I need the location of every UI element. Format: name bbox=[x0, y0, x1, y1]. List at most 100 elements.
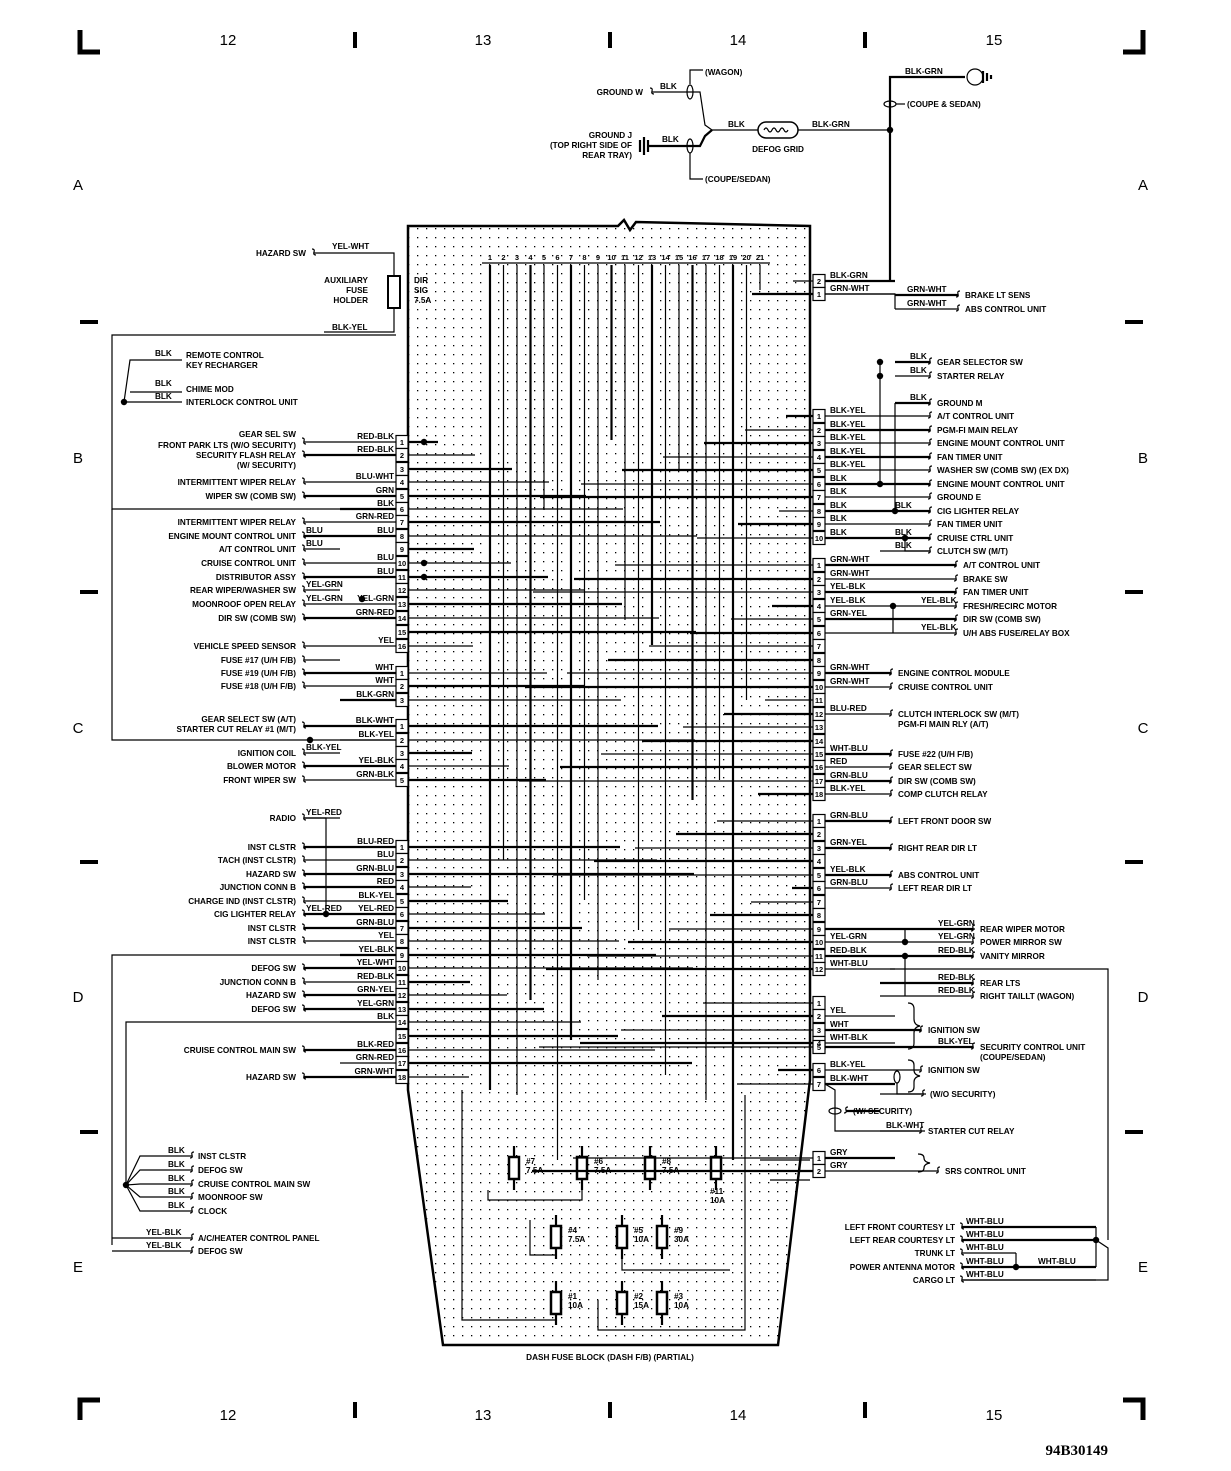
wire-color: WHT-BLU bbox=[830, 744, 868, 753]
pin-number: 6 bbox=[817, 480, 821, 489]
pin-number: 10 bbox=[815, 534, 823, 543]
component-label: DEFOG SW bbox=[251, 964, 296, 973]
defog-grid-label: DEFOG GRID bbox=[752, 145, 804, 154]
fuse-id: #3 bbox=[674, 1292, 684, 1301]
component-label: INTERMITTENT WIPER RELAY bbox=[178, 518, 297, 527]
wire-color: YEL-BLK bbox=[921, 596, 957, 605]
pin-number: 7 bbox=[817, 493, 821, 502]
component-label: GEAR SELECTOR SW bbox=[937, 358, 1023, 367]
component-label: STARTER CUT RELAY #1 (M/T) bbox=[177, 725, 297, 734]
wire bbox=[125, 1184, 192, 1212]
component-label: LEFT FRONT DOOR SW bbox=[898, 817, 992, 826]
wire-color: BLK bbox=[377, 1012, 394, 1021]
fuse-block-title: DASH FUSE BLOCK (DASH F/B) (PARTIAL) bbox=[526, 1353, 694, 1362]
wire-color: GRN-WHT bbox=[830, 284, 870, 293]
wire-color: BLK bbox=[155, 349, 172, 358]
pin-number: 16 bbox=[398, 642, 406, 651]
pin-number: 4 bbox=[817, 857, 822, 866]
wire-color: BLK-YEL bbox=[306, 743, 341, 752]
wire-color: WHT-BLU bbox=[966, 1230, 1004, 1239]
grid-row-label: C bbox=[73, 720, 84, 737]
wire-color: YEL-BLK bbox=[359, 945, 395, 954]
component-label: ENGINE MOUNT CONTROL UNIT bbox=[937, 480, 1065, 489]
wire-color: BLK bbox=[168, 1160, 185, 1169]
grid-tick bbox=[80, 590, 98, 594]
pin-number: 10 bbox=[815, 683, 823, 692]
component-label: GEAR SELECT SW (A/T) bbox=[201, 715, 296, 724]
component-label: FRESH/RECIRC MOTOR bbox=[963, 602, 1057, 611]
wire-color: GRN-WHT bbox=[830, 677, 870, 686]
component-label: INST CLSTR bbox=[248, 937, 296, 946]
component-label: FUSE #19 (U/H F/B) bbox=[221, 669, 296, 678]
grid-row-label: B bbox=[73, 450, 83, 467]
component-label: FUSE #22 (U/H F/B) bbox=[898, 750, 973, 759]
component-label: LEFT REAR DIR LT bbox=[898, 884, 972, 893]
pin-number: 15 bbox=[398, 1032, 406, 1041]
pin-number: 2 bbox=[400, 682, 404, 691]
ground-label: GROUND J bbox=[589, 131, 632, 140]
top-pin-number: 18 bbox=[715, 253, 723, 262]
connector-icon bbox=[888, 762, 894, 770]
corner-mark bbox=[1123, 1397, 1146, 1420]
component-label: WASHER SW (COMB SW) (EX DX) bbox=[937, 466, 1069, 475]
splice-dot bbox=[120, 398, 128, 406]
pin-number: 5 bbox=[817, 871, 821, 880]
pin-number: 1 bbox=[400, 669, 404, 678]
component-label: CARGO LT bbox=[913, 1276, 955, 1285]
wire-color: GRN-RED bbox=[356, 1053, 394, 1062]
component-label: CHIME MOD bbox=[186, 385, 234, 394]
wire bbox=[896, 1083, 926, 1095]
connector-icon bbox=[888, 682, 894, 690]
component-label: JUNCTION CONN B bbox=[220, 978, 297, 987]
component-label: HAZARD SW bbox=[246, 870, 296, 879]
component-label: ENGINE MOUNT CONTROL UNIT bbox=[168, 532, 296, 541]
fuse-rating: 15A bbox=[634, 1301, 649, 1310]
fuse-id: #2 bbox=[634, 1292, 644, 1301]
wire-color: YEL bbox=[378, 931, 394, 940]
top-pin-number: 2 bbox=[501, 253, 505, 262]
wire-color: BLK bbox=[662, 135, 679, 144]
splice-dot bbox=[420, 438, 428, 446]
connector-icon bbox=[888, 789, 894, 797]
brace-icon bbox=[907, 1002, 921, 1050]
wire-color: BLK bbox=[728, 120, 745, 129]
wire-color: GRN-RED bbox=[356, 608, 394, 617]
component-label: GROUND M bbox=[937, 399, 983, 408]
wire-color: YEL-WHT bbox=[357, 958, 394, 967]
grid-row-label: D bbox=[1138, 989, 1149, 1006]
component-label: RIGHT REAR DIR LT bbox=[898, 844, 977, 853]
pin-number: 3 bbox=[400, 465, 404, 474]
top-pin-number: 7 bbox=[569, 253, 573, 262]
connector-icon bbox=[927, 371, 933, 379]
wire-color: GRN-YEL bbox=[357, 985, 394, 994]
top-pin-number: 13 bbox=[648, 253, 656, 262]
wire-color: WHT-BLU bbox=[966, 1243, 1004, 1252]
pin-number: 5 bbox=[817, 615, 821, 624]
wire bbox=[597, 1095, 746, 1331]
component-label: LEFT FRONT COURTESY LT bbox=[845, 1223, 955, 1232]
wire-color: BLU bbox=[306, 539, 323, 548]
wire bbox=[461, 1090, 556, 1321]
pin-number: 3 bbox=[817, 439, 821, 448]
wire-color: YEL-GRN bbox=[357, 594, 394, 603]
component-label: AUXILIARY bbox=[324, 276, 368, 285]
component-label: FUSE bbox=[346, 286, 368, 295]
splice-dot bbox=[891, 507, 899, 515]
brace-icon bbox=[907, 1059, 921, 1093]
component-label: RADIO bbox=[270, 814, 297, 823]
wire bbox=[621, 1255, 730, 1271]
grid-tick bbox=[353, 32, 357, 48]
option-loop-icon bbox=[828, 1107, 842, 1115]
grid-row-label: A bbox=[1138, 177, 1148, 194]
pin-number: 14 bbox=[398, 614, 407, 623]
connector-icon bbox=[953, 628, 959, 636]
pin-number: 11 bbox=[815, 952, 823, 961]
top-pin-number: 6 bbox=[555, 253, 559, 262]
component-label: MOONROOF OPEN RELAY bbox=[192, 600, 296, 609]
connector-icon bbox=[918, 1126, 924, 1134]
component-label: ABS CONTROL UNIT bbox=[965, 305, 1046, 314]
wire-color: WHT bbox=[375, 663, 394, 672]
pin-number: 6 bbox=[400, 505, 404, 514]
wire-color: BLK-GRN bbox=[905, 67, 943, 76]
pin-number: 10 bbox=[398, 559, 406, 568]
